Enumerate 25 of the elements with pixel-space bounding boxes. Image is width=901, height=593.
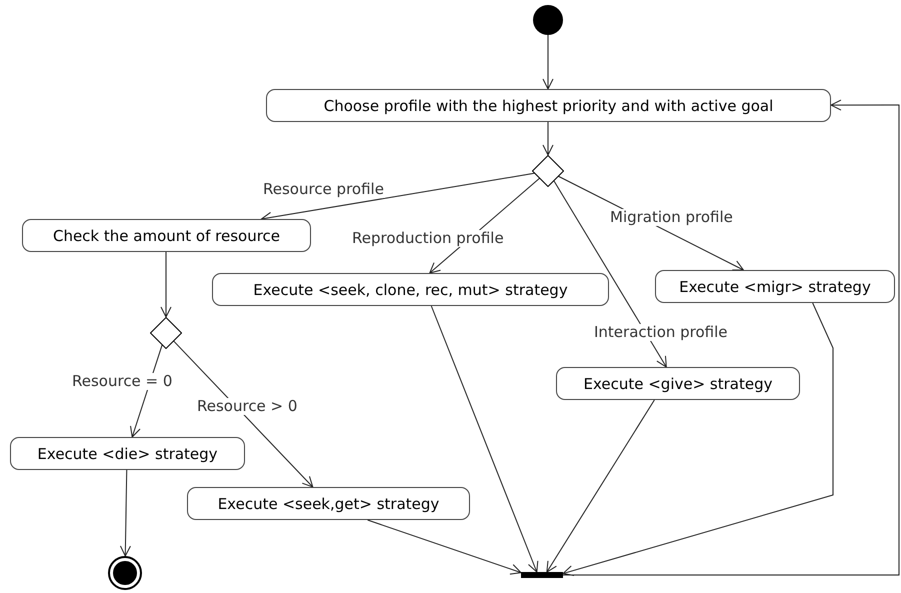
activity-box: Execute <migr> strategy — [655, 270, 895, 303]
edge-label: Interaction profile — [593, 324, 729, 341]
edge-label: Resource profile — [262, 181, 385, 198]
activity-box: Choose profile with the highest priority and with active goal — [266, 89, 831, 122]
arrow — [367, 520, 522, 575]
activity-box: Execute <die> strategy — [10, 437, 245, 470]
arrow — [542, 122, 554, 156]
arrow — [562, 302, 834, 576]
activity-box: Execute <seek, clone, rec, mut> strategy — [212, 273, 609, 306]
arrow — [120, 470, 131, 556]
arrow — [542, 34, 554, 90]
join-bar — [521, 572, 563, 578]
arrow — [160, 252, 172, 318]
arrow — [546, 400, 655, 572]
edge-label: Migration profile — [609, 209, 734, 226]
edge-label: Resource > 0 — [196, 398, 298, 415]
arrow — [173, 340, 314, 488]
activity-box: Check the amount of resource — [22, 219, 311, 252]
arrow — [430, 306, 538, 572]
arrow — [562, 100, 900, 576]
edge-label: Reproduction profile — [351, 230, 505, 247]
arrow — [554, 180, 667, 368]
edge-label: Resource = 0 — [71, 373, 174, 390]
activity-box: Execute <give> strategy — [556, 367, 800, 400]
activity-box: Execute <seek,get> strategy — [187, 487, 470, 520]
